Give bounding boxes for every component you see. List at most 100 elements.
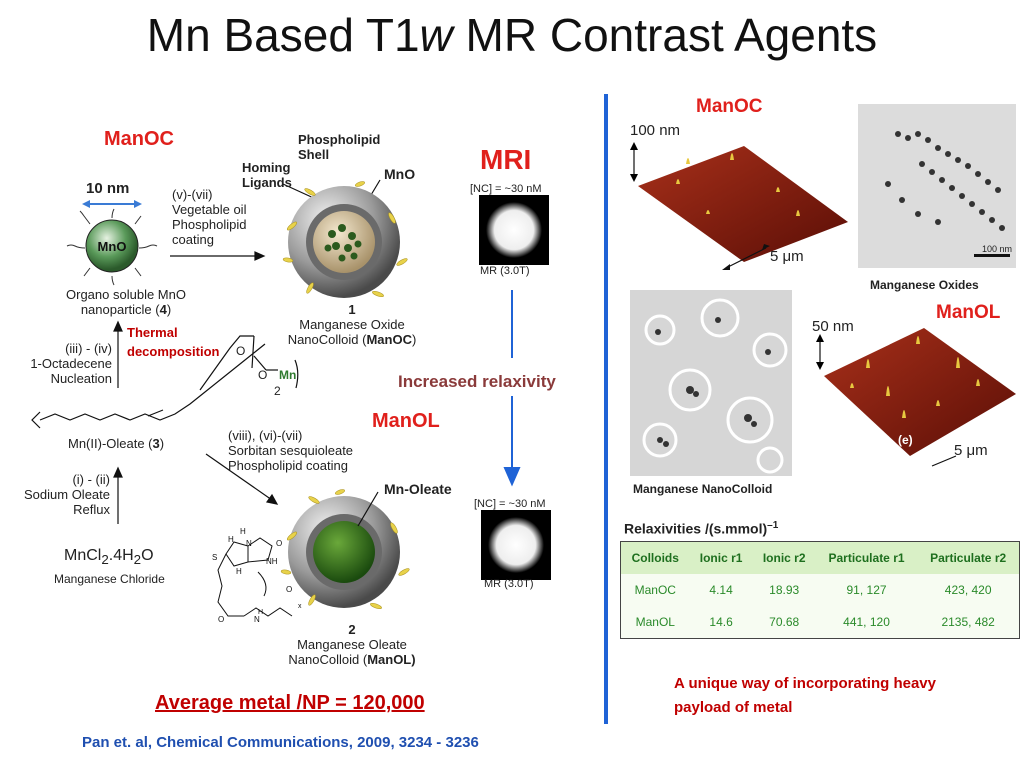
oleate-close: ) [159,436,165,451]
mncl-mid: .4H [108,547,134,564]
scale-5um-1: 5 μm [770,248,804,265]
coating: coating [172,232,214,247]
homing-ligands-label: Homing Ligands [242,160,292,190]
table-cell: 4.14 [689,574,753,606]
mn-atom: Mn [279,368,297,382]
table-header: Colloids Ionic r1 Ionic r2 Particulate r… [620,541,1020,574]
relaxivities-table: Colloids Ionic r1 Ionic r2 Particulate r… [620,541,1020,639]
table-cell: 14.6 [689,606,753,639]
step-v-vii: (v)-(vii) Vegetable oil Phospholipid coa… [172,187,246,247]
thermal-decomposition: Thermal decomposition [127,323,219,361]
table-cell: 18.93 [752,574,816,606]
header-ionic-r2: Ionic r2 [752,541,816,574]
oleate-text: Mn(II)-Oleate ( [68,436,153,451]
biotin-nh: N [254,615,260,624]
thermal-1: Thermal [127,325,178,340]
table-cell: 423, 420 [917,574,1020,606]
step-v-vii-label: (v)-(vii) [172,187,213,202]
mr-bottom: MR (3.0T) [484,578,534,590]
nc-bottom: [NC] = ~30 nM [474,498,546,510]
mncl-sub-2: 2 [133,552,142,568]
manoc-colloid-figure [282,181,408,298]
table-cell: 2135, 482 [917,606,1020,639]
biotin-n1: N [246,539,252,548]
mncl-formula: MnCl2.4H2O [64,547,154,567]
table-cell: ManOL [620,606,690,639]
sorbitan: Sorbitan sesquioleate [228,443,354,458]
mno-core-sphere [313,211,375,273]
oleate-label: Mn(II)-Oleate (3) [68,436,164,451]
panel-e: (e) [898,433,913,447]
compound-2-colloid: NanoColloid (ManOL) [272,652,432,667]
mn-oleate-core [313,521,375,583]
afm-manol [816,328,1016,467]
right-manoc-label: ManOC [696,96,763,117]
mncl-main: MnCl [64,547,102,564]
manganese-oxides-caption: Manganese Oxides [870,278,979,292]
scheme-arrows [31,179,521,524]
subscript-2: 2 [274,384,281,398]
header-particulate-r1: Particulate r1 [815,541,918,574]
scale-50nm: 50 nm [812,318,854,335]
compound-1-colloid: NanoColloid (ManOC) [272,332,432,347]
sodium-oleate: Sodium Oleate [24,487,110,502]
mno-nanoparticle-figure: MnO [66,200,158,286]
relax-sup: –1 [767,520,779,531]
mri-image-top [479,195,549,265]
afm-surface-1 [638,146,848,262]
phospholipid: Phospholipid [172,217,247,232]
step-viii: (viii), (vi)-(vii) Sorbitan sesquioleate… [228,428,353,473]
biotin-x: x [298,603,302,610]
shell-2: Shell [298,147,330,162]
mncl-end: O [141,547,154,564]
compound-2-name: Manganese Oleate [297,637,407,652]
title-italic: w [419,9,453,61]
biotin-h2: H [236,567,242,576]
homing-1: Homing [242,160,291,175]
biotin-structure: H N O NH S H H N H O O x [212,527,302,624]
nucleation: Nucleation [50,371,112,386]
unique-1: A unique way of incorporating heavy [674,675,936,692]
mncl-name: Manganese Chloride [54,572,165,586]
afm-manoc [630,142,848,270]
phospholipid-coating: Phospholipid coating [228,458,348,473]
biotin-h3: H [228,535,234,544]
manol-colloid-figure [280,489,410,610]
scale-10nm: 10 nm [86,180,130,197]
step-i-ii: (i) - (ii) Sodium Oleate Reflux [10,472,110,517]
octadecene: 1-Octadecene [30,356,112,371]
unique-way-note: A unique way of incorporating heavy payl… [674,672,974,720]
right-manol-label: ManOL [936,302,1001,323]
biotin-o2: O [218,615,224,624]
step-iii-iv: (iii) - (iv) 1-Octadecene Nucleation [20,341,112,386]
compound-1-caption: 1 Manganese Oxide NanoColloid (ManOC) [272,302,432,347]
c1-pre: NanoColloid ( [287,332,367,347]
mri-image-bottom [481,510,551,580]
step-viii-label: (viii), (vi)-(vii) [228,428,303,443]
table-cell: 441, 120 [815,606,918,639]
mri-label: MRI [480,144,532,175]
tem-oxides-image [858,104,1016,268]
c2-bold: ManOL) [367,652,416,667]
unique-2: payload of metal [674,699,793,716]
title-rest: MR Contrast Agents [452,9,878,61]
citation: Pan et. al, Chemical Communications, 200… [82,734,479,751]
oleate-num: 3 [152,436,160,451]
increased-relaxivity: Increased relaxivity [398,372,556,391]
compound-2-num: 2 [348,622,356,637]
mr-top: MR (3.0T) [480,265,530,277]
phospholipid-shell-label: Phospholipid Shell [298,132,380,162]
header-colloids: Colloids [620,541,690,574]
organo-close: ) [166,302,172,317]
table-row: ManOC 4.14 18.93 91, 127 423, 420 [620,574,1020,606]
table-row: ManOL 14.6 70.68 441, 120 2135, 482 [620,606,1020,639]
organo-caption: Organo soluble MnO nanoparticle (4) [52,287,200,317]
scale-100nm: 100 nm [630,122,681,139]
shell-1: Phospholipid [298,132,381,147]
mn-oleate-label: Mn-Oleate [384,481,452,497]
table-cell: 91, 127 [815,574,918,606]
scale-5um-2: 5 μm [954,442,988,459]
column-divider [604,94,608,724]
manoc-label: ManOC [104,128,174,150]
average-metal: Average metal /NP = 120,000 [155,692,425,714]
